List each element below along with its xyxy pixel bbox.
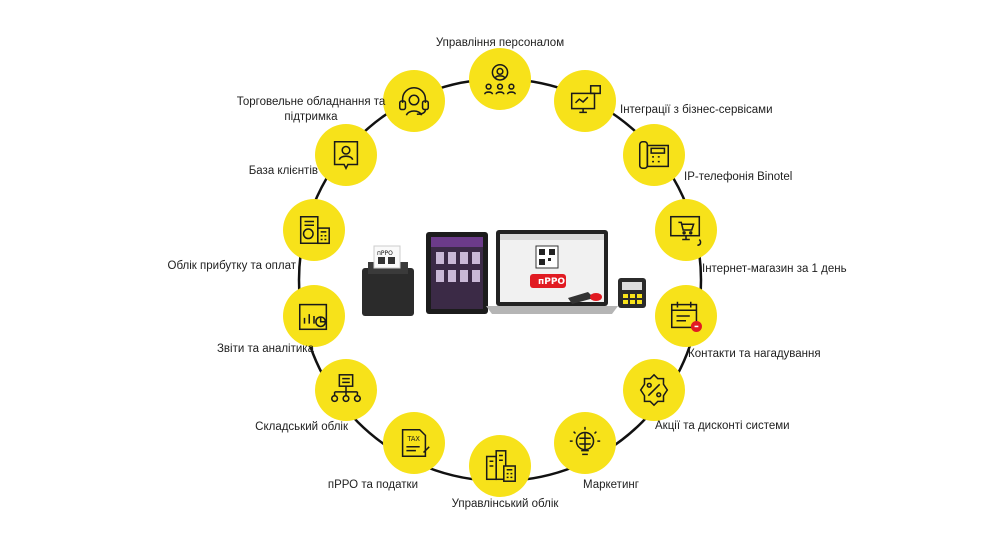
printer-label: пРРО bbox=[377, 250, 393, 257]
label-integrations: Інтеграції з бізнес-сервісами bbox=[620, 104, 773, 116]
label-eshop: Інтернет-магазин за 1 день bbox=[702, 263, 847, 275]
cart-monitor-icon bbox=[670, 215, 702, 246]
node-management[interactable] bbox=[469, 435, 531, 497]
buildings-calculator-icon bbox=[485, 450, 516, 482]
laptop-badge: пРРО bbox=[538, 277, 565, 287]
pos-devices-illustration: пРРО пРРО bbox=[362, 230, 646, 316]
node-warehouse[interactable] bbox=[315, 359, 377, 421]
label-warehouse: Складський облік bbox=[255, 421, 348, 433]
node-prro-tax[interactable]: TAX bbox=[383, 412, 445, 474]
label-staff: Управління персоналом bbox=[435, 37, 565, 49]
node-integrations[interactable] bbox=[554, 70, 616, 132]
label-reports: Звіти та аналітика bbox=[216, 343, 314, 355]
label-management: Управлінський облік bbox=[451, 498, 559, 510]
calendar-alarm-icon bbox=[670, 301, 702, 332]
label-marketing: Маркетинг bbox=[583, 479, 639, 491]
node-telephony[interactable] bbox=[623, 124, 685, 186]
money-calculator-icon bbox=[299, 215, 330, 245]
tablet-terminal bbox=[426, 232, 488, 314]
monitor-integration-icon bbox=[570, 85, 601, 114]
warehouse-tree-icon bbox=[330, 374, 362, 403]
label-equipment: Торговельне обладнання та підтримка bbox=[236, 96, 386, 123]
node-clients[interactable] bbox=[315, 124, 377, 186]
chart-report-icon bbox=[298, 303, 328, 331]
lightbulb-brain-icon bbox=[569, 426, 601, 456]
label-clients: База клієнтів bbox=[248, 165, 318, 177]
node-discounts[interactable] bbox=[623, 359, 685, 421]
node-contacts[interactable] bbox=[655, 285, 717, 347]
tax-document-icon: TAX bbox=[401, 428, 430, 458]
node-staff[interactable] bbox=[469, 48, 531, 110]
desk-phone-icon bbox=[638, 140, 670, 170]
receipt-printer: пРРО bbox=[362, 245, 414, 316]
card-terminal bbox=[618, 278, 646, 308]
label-telephony: IP-телефонія Binotel bbox=[684, 171, 793, 183]
label-prro-tax: пРРО та податки bbox=[327, 479, 418, 491]
svg-text:TAX: TAX bbox=[406, 435, 420, 443]
label-contacts: Контакти та нагадування bbox=[688, 348, 821, 360]
label-discounts: Акції та дисконті системи bbox=[655, 420, 790, 432]
headset-support-icon bbox=[398, 87, 430, 116]
percent-badge-icon bbox=[639, 373, 669, 407]
node-income[interactable] bbox=[283, 199, 345, 261]
node-equipment[interactable] bbox=[383, 70, 445, 132]
label-income: Облік прибутку та оплат bbox=[167, 260, 296, 272]
node-reports[interactable] bbox=[283, 285, 345, 347]
contact-card-icon bbox=[333, 140, 359, 170]
team-settings-icon bbox=[484, 63, 516, 95]
node-eshop[interactable] bbox=[655, 199, 717, 261]
laptop: пРРО bbox=[486, 230, 618, 314]
barcode-scanner bbox=[568, 292, 602, 304]
node-marketing[interactable] bbox=[554, 412, 616, 474]
